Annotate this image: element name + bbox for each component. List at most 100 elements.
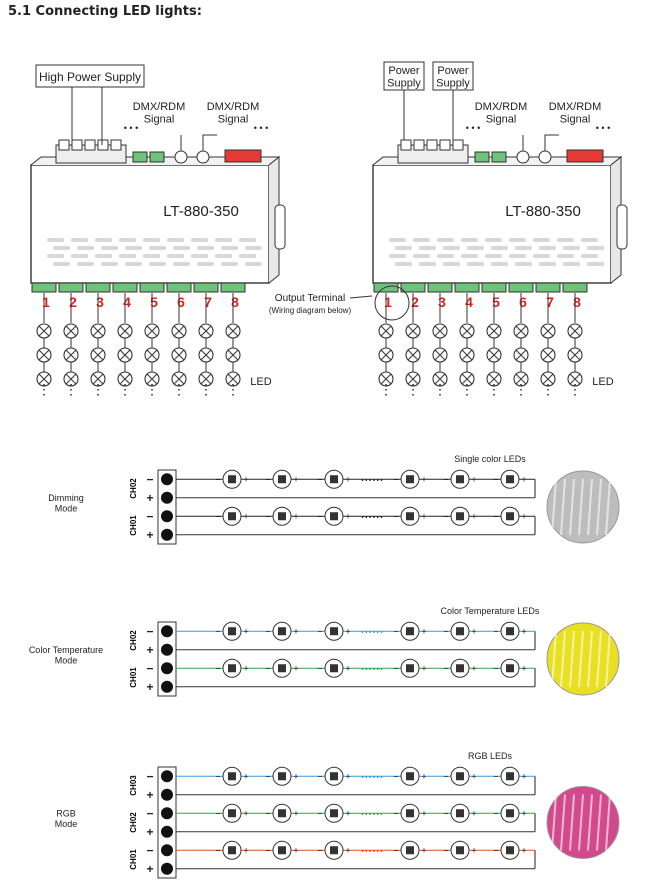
led-cross (119, 325, 131, 337)
data-terminal (132, 151, 148, 163)
led-pin-minus-line: − (215, 663, 220, 673)
vent-slot (95, 238, 112, 242)
plus-sign-line: + (146, 788, 153, 802)
signal-out-label-line: DMX/RDM (549, 101, 602, 113)
terminal-screw-icon (161, 473, 173, 486)
led-pin-minus-line: − (317, 771, 322, 781)
led-pin-plus: + (345, 808, 350, 818)
led-die (278, 627, 286, 636)
output-terminal (31, 282, 57, 293)
continuation-dots-line: ⋮ (487, 381, 501, 397)
led-die (406, 475, 414, 484)
channel-number-line: 5 (492, 294, 500, 310)
channel-number-line: 5 (150, 294, 158, 310)
continuation-dots-line: ⋮ (145, 381, 159, 397)
led-pin-minus: − (317, 808, 322, 818)
led-pin-plus: + (471, 663, 476, 673)
channel-number: 4 (465, 294, 473, 310)
led-pin-plus: + (243, 808, 248, 818)
led-cross (146, 325, 158, 337)
vent-slot (101, 246, 118, 250)
led-pin-minus-line: − (317, 626, 322, 636)
channel-number-line: 4 (123, 294, 131, 310)
minus-sign-line: − (146, 624, 153, 638)
vent-slot (443, 246, 460, 250)
channel-label: CH02 (129, 812, 138, 833)
mount-bracket (274, 204, 286, 250)
minus-sign: − (146, 472, 153, 486)
led-pin-minus: − (317, 771, 322, 781)
continuation-dots-line: ⋮ (91, 381, 105, 397)
led-cross (173, 349, 185, 361)
photo-stripe (551, 478, 557, 536)
channel-number: 6 (519, 294, 527, 310)
led-pin-minus-line: − (393, 474, 398, 484)
channel-label: CH01 (129, 667, 138, 688)
terminal-screw-icon (161, 807, 173, 820)
vent-slot (143, 238, 160, 242)
continuation-dots: ⋮ (541, 381, 555, 397)
channel-number: 4 (123, 294, 131, 310)
led-pin-plus-line: + (471, 474, 476, 484)
vent-slot (239, 238, 256, 242)
led-pin-plus: + (293, 663, 298, 673)
continuation-dots-line: ⋮ (433, 381, 447, 397)
led-cross (65, 325, 77, 337)
led-cross (38, 325, 50, 337)
continuation-dots-line: • • • • • • (362, 630, 383, 636)
plus-sign-line: + (146, 825, 153, 839)
led-pin-plus: + (243, 511, 248, 521)
channel-number: 2 (411, 294, 419, 310)
led-pin-plus-line: + (345, 808, 350, 818)
led-pin-minus-line: − (493, 511, 498, 521)
led-pin-minus: − (317, 845, 322, 855)
vent-slot (389, 238, 406, 242)
vent-slot (125, 246, 142, 250)
vent-slot (581, 238, 598, 242)
output-terminal (58, 282, 84, 293)
plus-sign-line: + (146, 680, 153, 694)
led-die (330, 846, 338, 855)
continuation-dots: • • • • • • (362, 630, 383, 636)
led-pin-minus: − (215, 845, 220, 855)
terminal-strip (157, 621, 177, 697)
vent-slot (509, 238, 526, 242)
plus-sign: + (146, 788, 153, 802)
minus-sign: − (146, 624, 153, 638)
led-pin-plus: + (345, 511, 350, 521)
strip-label-line: Color Temperature LEDs (441, 606, 540, 616)
led-die (456, 846, 464, 855)
channel-number-line: 7 (546, 294, 554, 310)
led-die (506, 664, 514, 673)
vent-slot (95, 254, 112, 258)
vent-slot (515, 262, 532, 266)
led-pin-plus: + (345, 771, 350, 781)
data-terminal (491, 151, 507, 163)
photo-stripe (578, 478, 584, 536)
output-terminal (220, 282, 246, 293)
model-name-line: LT-880-350 (163, 203, 239, 220)
led-pin-plus: + (345, 474, 350, 484)
continuation-dots-line: • • • • • • (362, 775, 383, 781)
led-pin-minus-line: − (443, 771, 448, 781)
output-terminal (454, 282, 480, 293)
led-pin-minus-line: − (265, 511, 270, 521)
vent-slot (461, 238, 478, 242)
led-pin-plus-line: + (243, 663, 248, 673)
led-pin-plus-line: + (521, 808, 526, 818)
output-terminal-label: Output Terminal (275, 293, 345, 304)
led-cross (227, 325, 239, 337)
photo-stripe (587, 794, 593, 851)
terminal-screw (97, 139, 109, 151)
led-label-line: LED (592, 376, 613, 388)
strip-label: Single color LEDs (454, 454, 526, 464)
led-pin-minus-line: − (493, 771, 498, 781)
led-pin-minus-line: − (215, 626, 220, 636)
led-pin-minus: − (443, 474, 448, 484)
mount-bracket (616, 204, 628, 250)
